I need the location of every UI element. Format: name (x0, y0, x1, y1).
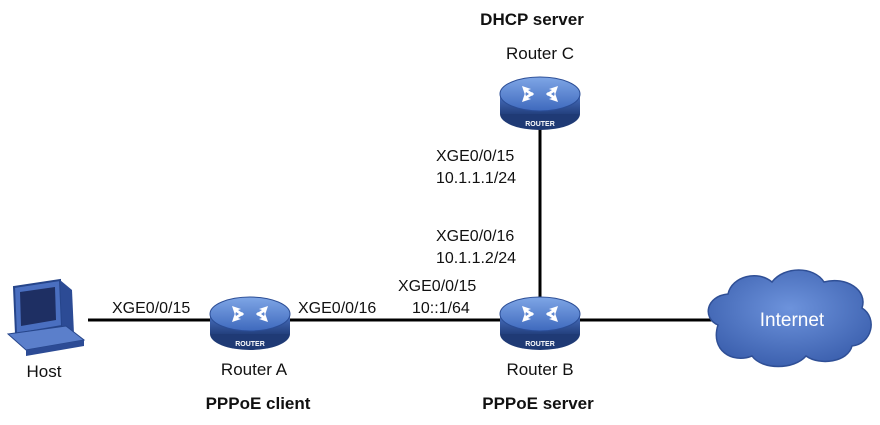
router-b-interface-to-c: XGE0/0/16 (436, 228, 515, 245)
router-a-badge: ROUTER (235, 341, 265, 348)
links (88, 120, 715, 322)
pppoe-server-role: PPPoE server (482, 394, 594, 413)
host-label: Host (26, 362, 62, 381)
host-pc-icon (6, 278, 86, 356)
router-b-ip-to-c: 10.1.1.2/24 (436, 250, 517, 267)
dhcp-server-role: DHCP server (480, 10, 584, 29)
router-c-label: Router C (505, 44, 575, 63)
router-a-interface-to-b: XGE0/0/16 (298, 300, 377, 317)
router-c-ip: 10.1.1.1/24 (436, 170, 517, 187)
router-b-interface-to-a: XGE0/0/15 (398, 278, 477, 295)
router-b-ip-to-a: 10::1/64 (412, 300, 470, 317)
router-c-badge: ROUTER (525, 121, 555, 128)
pppoe-client-role: PPPoE client (205, 394, 311, 413)
router-b-badge: ROUTER (525, 341, 555, 348)
internet-label: Internet (759, 310, 825, 331)
router-a-label: Router A (220, 360, 288, 379)
router-c-interface: XGE0/0/15 (436, 148, 515, 165)
router-b-label: Router B (506, 360, 574, 379)
internet-cloud-icon (707, 269, 872, 368)
router-a-interface-to-host: XGE0/0/15 (112, 300, 191, 317)
